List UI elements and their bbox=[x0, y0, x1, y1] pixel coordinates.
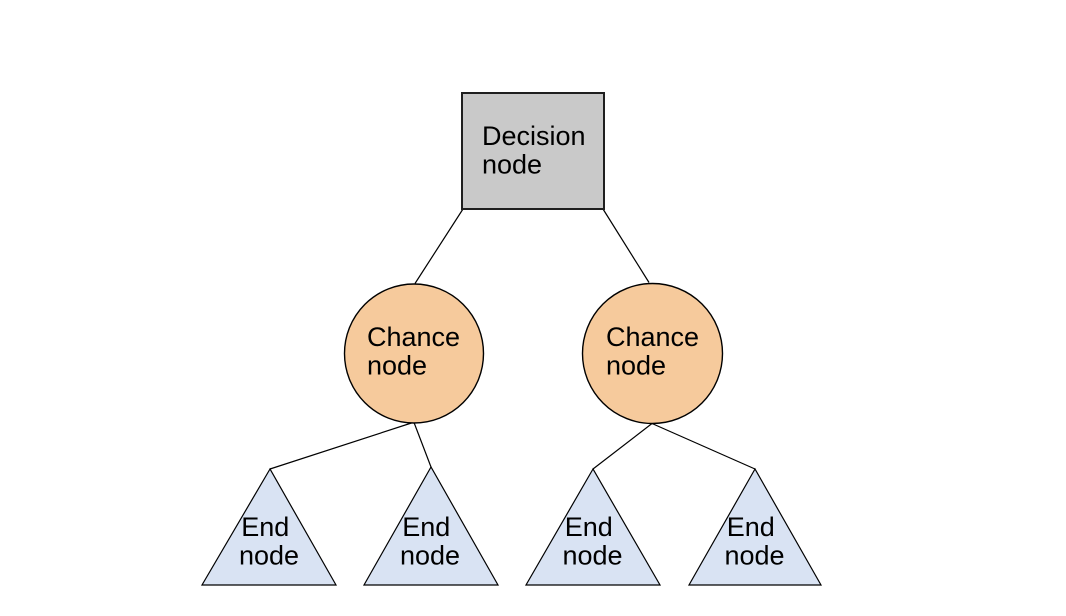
label-line: Chance bbox=[367, 322, 460, 352]
edge-decision-to-chance-left bbox=[414, 208, 464, 284]
label-line: node bbox=[562, 541, 622, 571]
label-line: node bbox=[239, 541, 299, 571]
end-node-2: End node bbox=[362, 465, 500, 586]
chance-node-right: Chance node bbox=[581, 282, 724, 425]
end-node-2-label: End node bbox=[400, 512, 460, 571]
label-line: Decision bbox=[482, 121, 586, 151]
edge-chance-right-to-end-4 bbox=[651, 422, 756, 470]
end-node-1-label: End node bbox=[239, 512, 299, 571]
end-node-1-shape bbox=[200, 467, 338, 586]
end-node-2-shape bbox=[362, 465, 500, 586]
decision-node-label: Decision node bbox=[482, 121, 593, 180]
label-line: node bbox=[482, 150, 542, 180]
edge-chance-left-to-end-1 bbox=[269, 421, 414, 470]
end-node-3: End node bbox=[524, 467, 662, 586]
end-node-4-shape bbox=[687, 467, 823, 586]
decision-node-shape bbox=[461, 92, 605, 210]
label-line: node bbox=[367, 351, 427, 381]
end-node-3-label: End node bbox=[562, 512, 622, 571]
chance-node-right-label: Chance node bbox=[606, 322, 707, 381]
label-line: End bbox=[402, 512, 450, 542]
label-line: End bbox=[565, 512, 613, 542]
end-node-3-shape bbox=[524, 467, 662, 586]
chance-node-left-label: Chance node bbox=[367, 322, 468, 381]
edges bbox=[269, 208, 756, 470]
label-line: End bbox=[727, 512, 775, 542]
end-node-1: End node bbox=[200, 467, 338, 586]
chance-node-right-shape bbox=[581, 282, 724, 425]
label-line: node bbox=[400, 541, 460, 571]
chance-node-left: Chance node bbox=[343, 283, 485, 424]
edge-decision-to-chance-right bbox=[602, 208, 650, 283]
end-node-4: End node bbox=[687, 467, 823, 586]
label-line: End bbox=[241, 512, 289, 542]
label-line: node bbox=[724, 541, 784, 571]
decision-node: Decision node bbox=[461, 92, 605, 210]
end-node-4-label: End node bbox=[724, 512, 784, 571]
label-line: node bbox=[606, 351, 666, 381]
chance-node-left-shape bbox=[343, 283, 485, 424]
label-line: Chance bbox=[606, 322, 699, 352]
edge-chance-right-to-end-3 bbox=[592, 423, 653, 470]
edge-chance-left-to-end-2 bbox=[413, 422, 432, 468]
